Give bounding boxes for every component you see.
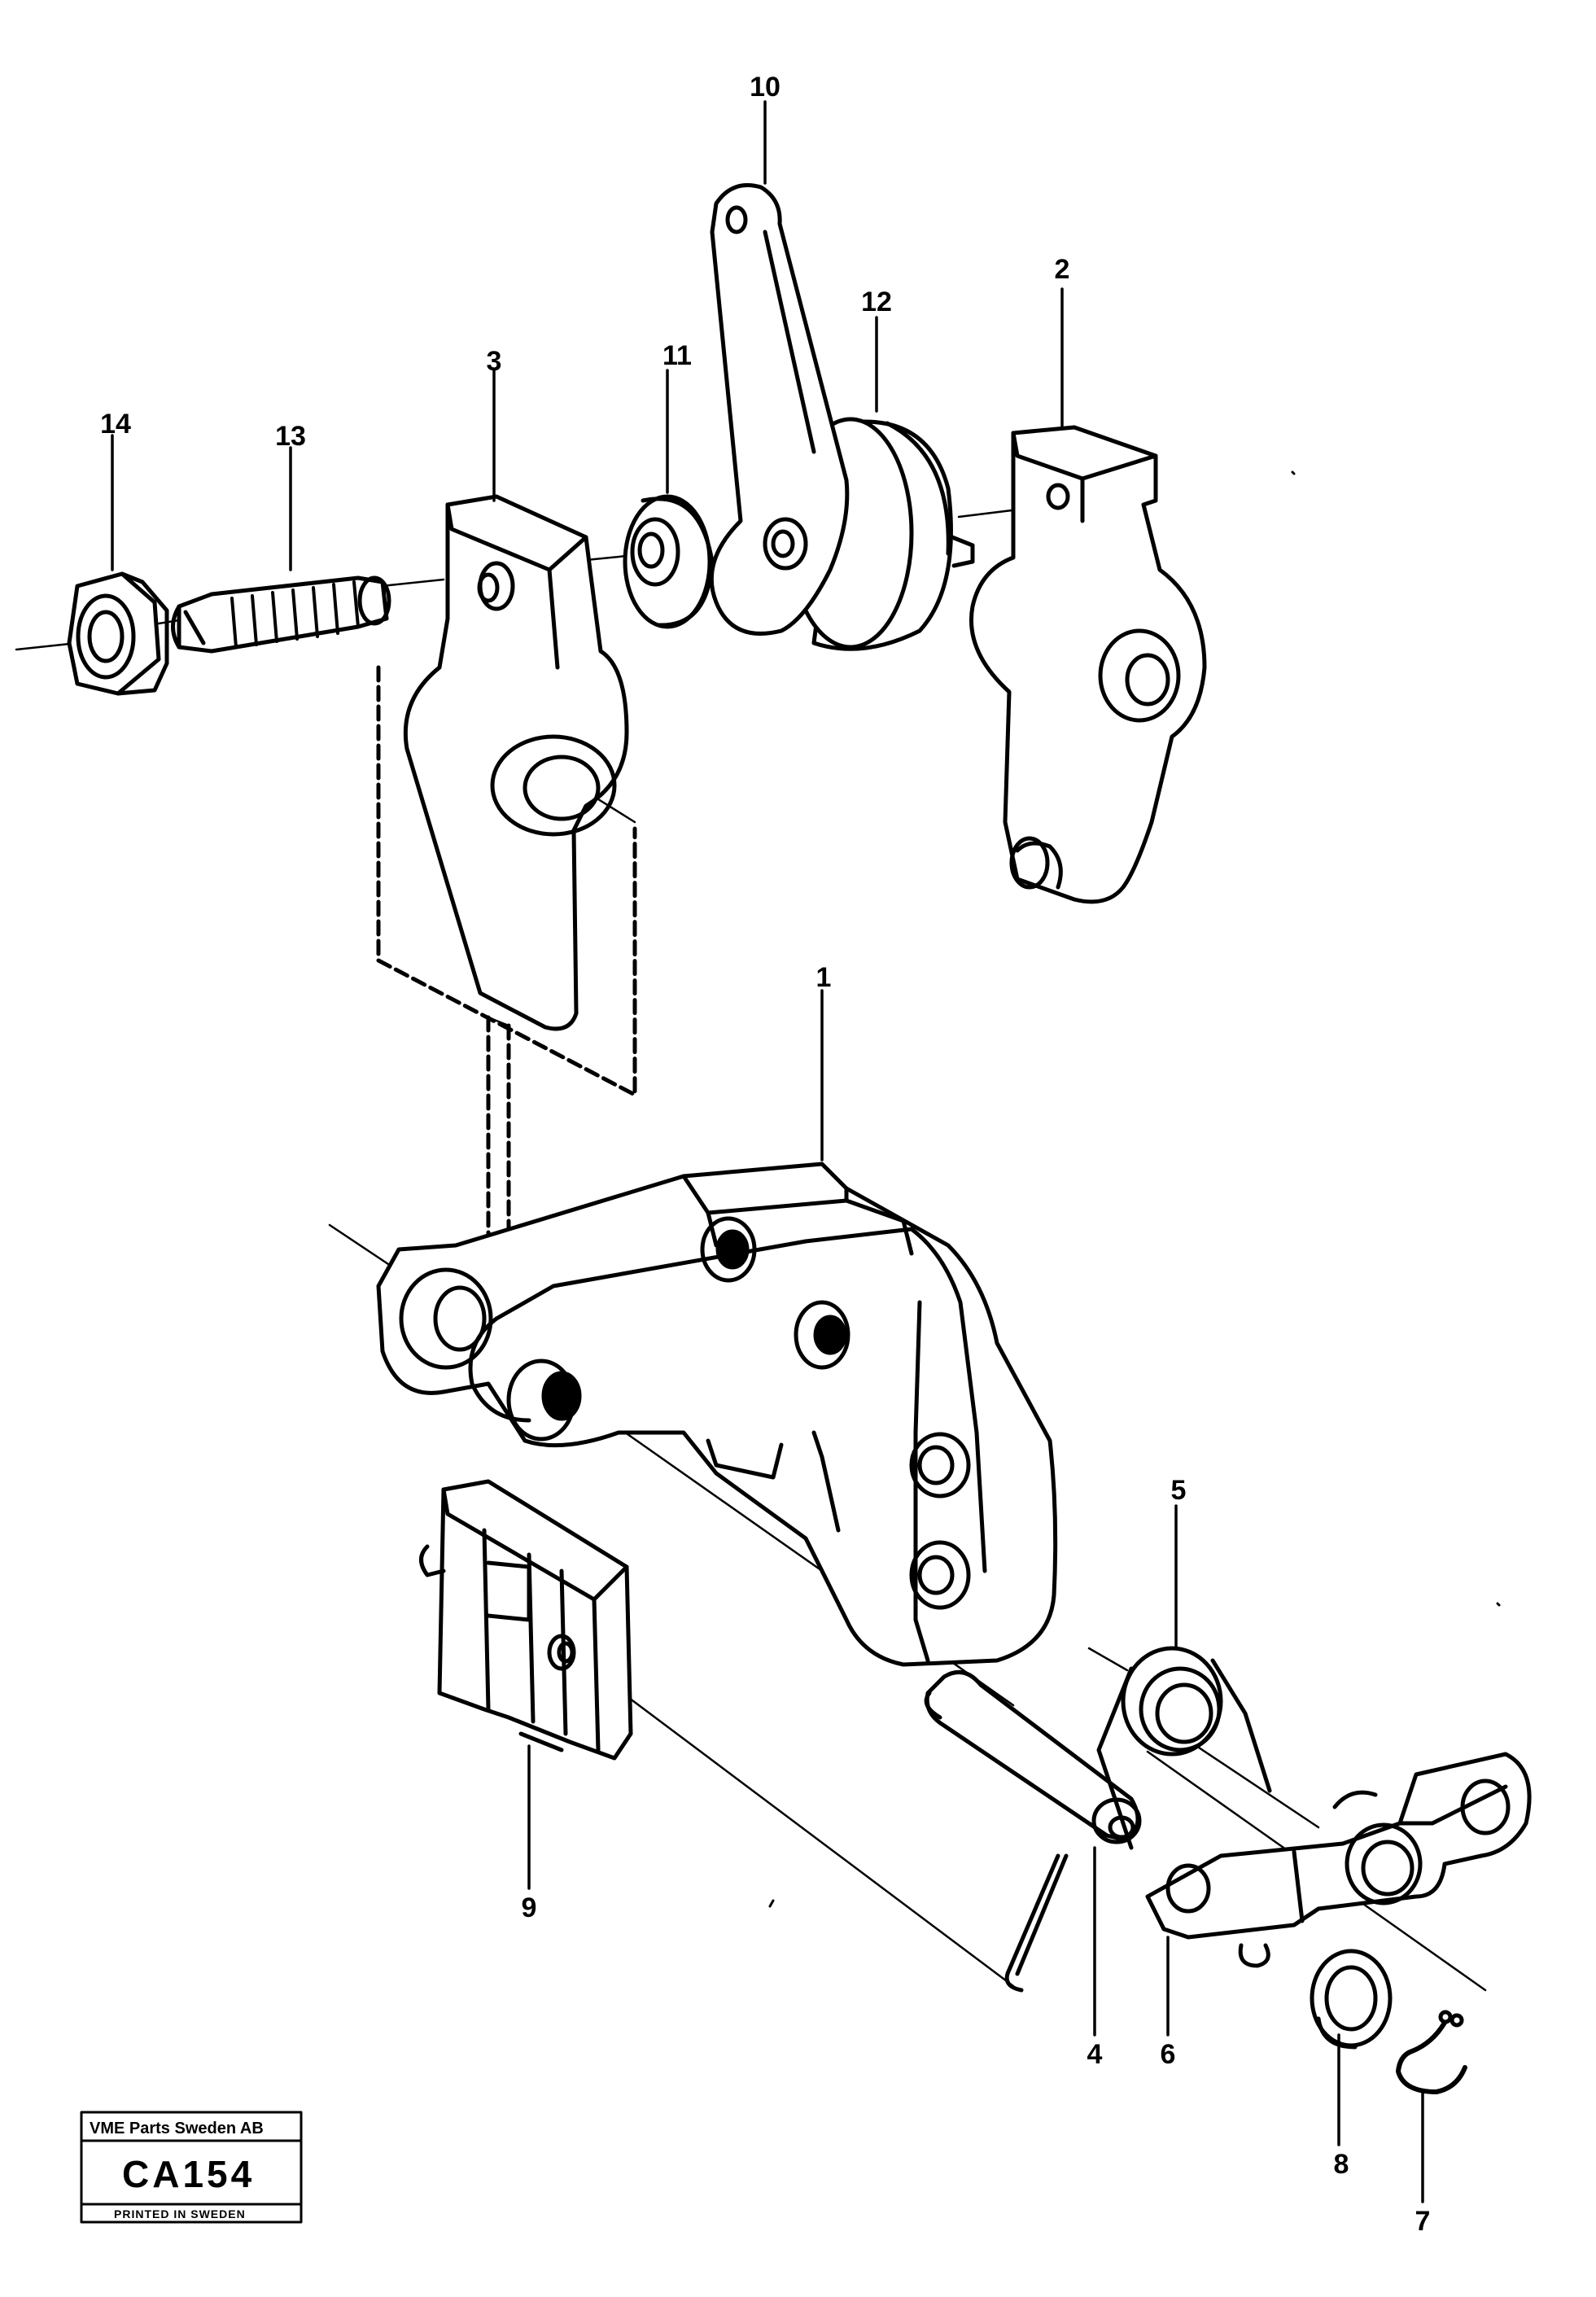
callout-5: 5 xyxy=(1171,1475,1187,1506)
part-1-main-bracket xyxy=(376,1162,1058,1667)
part-14-nut xyxy=(67,571,169,696)
part-10-lever xyxy=(709,183,850,636)
callout-8: 8 xyxy=(1334,2149,1349,2180)
guide-solid-edges xyxy=(487,1016,510,1027)
callout-13: 13 xyxy=(275,421,306,452)
callout-12: 12 xyxy=(861,287,892,317)
part-11-spacer xyxy=(623,494,715,629)
callout-4: 4 xyxy=(1087,2039,1103,2070)
part-5-spring xyxy=(1096,1646,1272,1850)
callout-11: 11 xyxy=(662,340,692,371)
stamp-company: VME Parts Sweden AB xyxy=(90,2120,264,2137)
callout-9: 9 xyxy=(522,1892,537,1923)
callout-3: 3 xyxy=(487,346,502,377)
stray-marks xyxy=(768,470,1501,1908)
part-9-block xyxy=(419,1479,633,1761)
part-4-pin xyxy=(924,1669,1142,1993)
part-8-washer xyxy=(1310,1949,1393,2050)
callout-10: 10 xyxy=(750,72,781,103)
callout-6: 6 xyxy=(1161,2039,1176,2070)
leader-lines xyxy=(111,100,1424,2203)
part-3-bracket xyxy=(403,494,629,1031)
part-2-rocker xyxy=(969,425,1207,904)
callout-1: 1 xyxy=(816,962,832,993)
part-7-circlip xyxy=(1396,2010,1467,2094)
part-13-screw xyxy=(171,575,391,654)
stamp-printed: PRINTED IN SWEDEN xyxy=(114,2207,246,2220)
callout-2: 2 xyxy=(1055,254,1070,285)
publisher-stamp: VME Parts Sweden AB CA154 PRINTED IN SWE… xyxy=(80,2111,303,2224)
axis-lines xyxy=(15,503,1487,1992)
stamp-code: CA154 xyxy=(122,2153,255,2195)
callout-7: 7 xyxy=(1415,2206,1431,2237)
callout-labels: 10 12 2 11 3 13 14 1 5 9 4 6 8 7 xyxy=(100,72,1430,2237)
callout-14: 14 xyxy=(100,409,131,440)
part-6-plate xyxy=(1145,1752,1532,1968)
